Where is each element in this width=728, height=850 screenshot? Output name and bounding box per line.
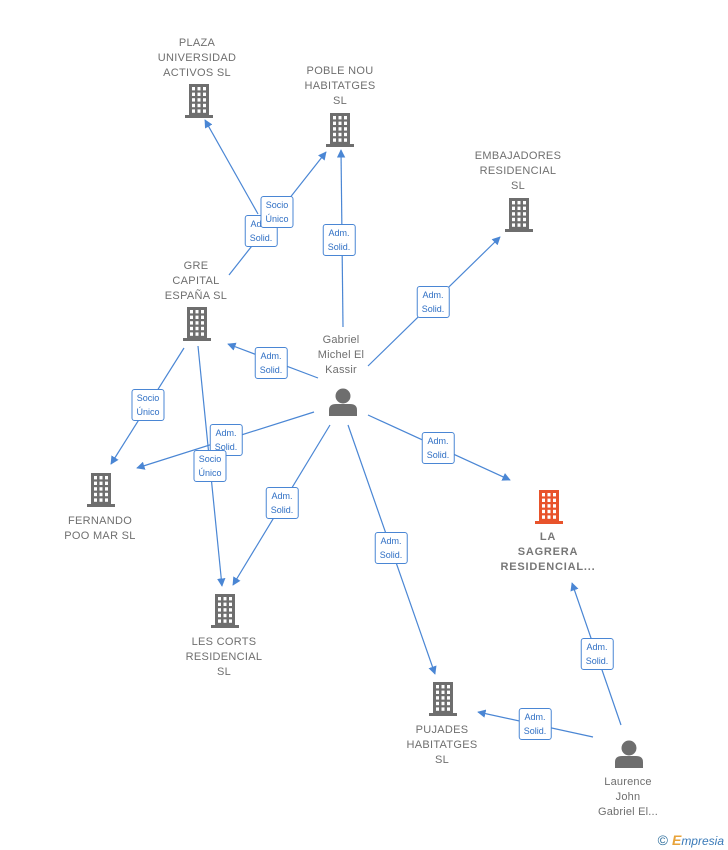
edge-label-gre-to-poble[interactable]: Socio Único [260, 196, 294, 228]
node-label-fernando[interactable]: FERNANDO POO MAR SL [64, 515, 136, 542]
edge-label-gre-to-lescorts[interactable]: Socio Único [193, 450, 227, 482]
building-icon-fernando[interactable] [87, 473, 115, 507]
building-icon-pujades[interactable] [429, 682, 457, 716]
building-icon-gre[interactable] [183, 307, 211, 341]
edge-label-gabriel-to-pujades[interactable]: Adm. Solid. [374, 532, 408, 564]
node-label-embaj[interactable]: EMBAJADORES RESIDENCIAL SL [474, 150, 562, 192]
brand-footer: ©Empresia [658, 832, 724, 848]
person-icon-laurence[interactable] [615, 740, 643, 769]
node-label-plaza[interactable]: PLAZA UNIVERSIDAD ACTIVOS SL [157, 37, 237, 79]
node-label-gabriel[interactable]: Gabriel Michel El Kassir [317, 334, 365, 376]
node-label-gre[interactable]: GRE CAPITAL ESPAÑA SL [164, 260, 228, 302]
node-label-pujades[interactable]: PUJADES HABITATGES SL [406, 724, 478, 766]
brand-name: mpresia [681, 834, 724, 848]
copyright-icon: © [657, 832, 668, 848]
building-icon-embaj[interactable] [505, 198, 533, 232]
edge-label-gabriel-to-gre[interactable]: Adm. Solid. [254, 347, 288, 379]
building-icon-sagrera[interactable] [535, 490, 563, 524]
edge-label-laurence-to-pujades[interactable]: Adm. Solid. [518, 708, 552, 740]
edge-label-gabriel-to-sagrera[interactable]: Adm. Solid. [421, 432, 455, 464]
edge-label-laurence-to-sagrera[interactable]: Adm. Solid. [580, 638, 614, 670]
building-icon-poble[interactable] [326, 113, 354, 147]
building-icon-plaza[interactable] [185, 84, 213, 118]
brand-logo-initial: E [671, 832, 682, 848]
edge-label-gabriel-to-poble[interactable]: Adm. Solid. [322, 224, 356, 256]
node-label-laurence[interactable]: Laurence John Gabriel El... [597, 776, 659, 818]
edge-label-gabriel-to-embaj[interactable]: Adm. Solid. [416, 286, 450, 318]
edge-gabriel-to-plaza [204, 119, 259, 215]
node-label-lescorts[interactable]: LES CORTS RESIDENCIAL SL [185, 636, 263, 678]
edge-label-gabriel-to-lescorts[interactable]: Adm. Solid. [265, 487, 299, 519]
node-label-sagrera[interactable]: LA SAGRERA RESIDENCIAL... [500, 531, 596, 573]
building-icon-lescorts[interactable] [211, 594, 239, 628]
person-icon-gabriel[interactable] [329, 388, 357, 417]
node-label-poble[interactable]: POBLE NOU HABITATGES SL [304, 65, 376, 107]
edge-label-gre-to-fernando[interactable]: Socio Único [131, 389, 165, 421]
